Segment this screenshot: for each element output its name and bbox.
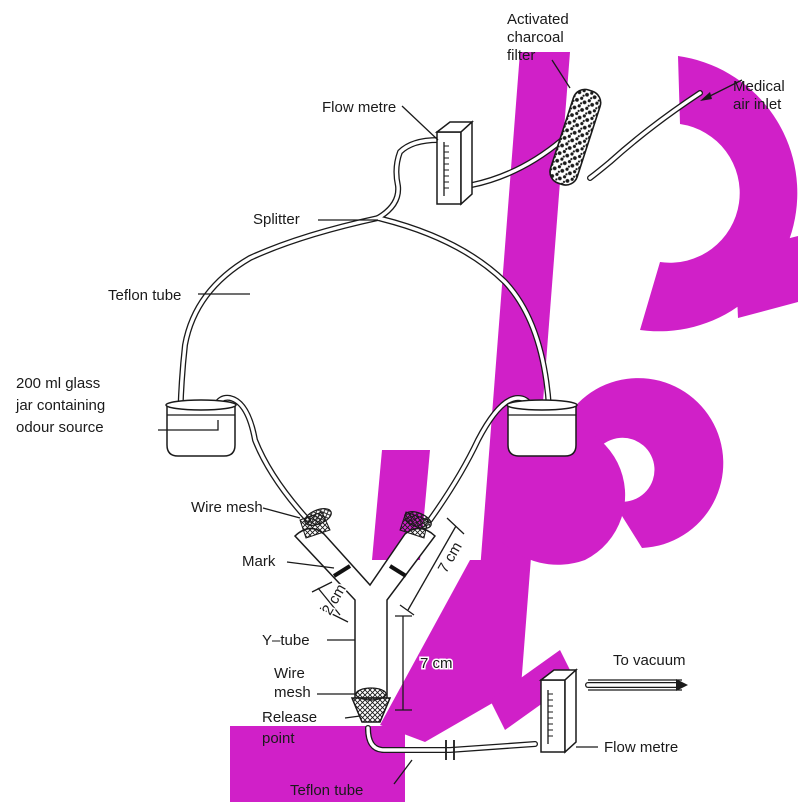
label-y-tube: Y–tube: [262, 632, 310, 649]
tube-core: [588, 91, 702, 180]
tube-segment: [375, 137, 441, 221]
label-wire-mesh-lower: Wire mesh: [274, 665, 311, 701]
label-flow-metre-top: Flow metre: [322, 99, 396, 116]
leader-lines: [158, 59, 598, 785]
dimension-7cm-vert: [395, 615, 412, 711]
dimension-7cm-diag: [399, 517, 465, 616]
tube-core: [470, 138, 564, 187]
charcoal-filter: [549, 88, 602, 186]
air-inlet-arrow: [700, 79, 743, 101]
label-activated-filter-l1: Activated: [507, 11, 569, 28]
label-medical-air-l1: Medical: [733, 78, 785, 95]
label-release-point-l2: point: [262, 730, 295, 747]
odour-jar-left: [165, 399, 237, 457]
label-splitter: Splitter: [253, 211, 300, 228]
label-wire-mesh-lower-l1: Wire: [274, 665, 305, 682]
label-activated-filter-l2: charcoal: [507, 29, 564, 46]
tube-connector: [445, 740, 455, 760]
tube-core: [376, 216, 552, 440]
vacuum-arrow: [588, 679, 688, 691]
label-wire-mesh-lower-l2: mesh: [274, 684, 311, 701]
wire-mesh-lower: [355, 687, 387, 701]
label-to-vacuum: To vacuum: [613, 652, 686, 669]
label-jar: 200 ml glass jar containing odour source: [15, 375, 105, 436]
mark-right: [388, 564, 408, 578]
watermark: [230, 52, 798, 802]
label-medical-air-l2: air inlet: [733, 96, 782, 113]
wire-mesh-left: [304, 508, 332, 526]
label-dim-7cm-diag: 7 cm: [435, 539, 466, 576]
dimension-2cm: [311, 581, 349, 623]
label-dim-7cm-vert: 7 cm: [420, 655, 453, 672]
flow-metre-bottom: [538, 668, 578, 754]
label-teflon-tube-bottom: Teflon tube: [290, 782, 363, 799]
tube-core: [178, 216, 380, 440]
label-flow-metre-bottom: Flow metre: [604, 739, 678, 756]
tube-core: [376, 138, 440, 220]
label-teflon-tube-top: Teflon tube: [108, 287, 181, 304]
wire-mesh-right: [404, 511, 432, 529]
label-release-point-l1: Release: [262, 709, 317, 726]
label-release-point: Release point: [262, 709, 317, 747]
label-jar-l2: jar containing: [15, 397, 105, 414]
flow-metre-top: [434, 120, 474, 206]
label-activated-filter-l3: filter: [507, 47, 535, 64]
label-mark: Mark: [242, 553, 276, 570]
odour-jar-right: [506, 399, 578, 457]
teflon-tubing: [177, 90, 703, 753]
label-wire-mesh-upper: Wire mesh: [191, 499, 263, 516]
tube-core: [366, 726, 537, 752]
label-jar-l1: 200 ml glass: [16, 375, 100, 392]
mark-left: [332, 564, 352, 578]
label-jar-l3: odour source: [16, 419, 104, 436]
